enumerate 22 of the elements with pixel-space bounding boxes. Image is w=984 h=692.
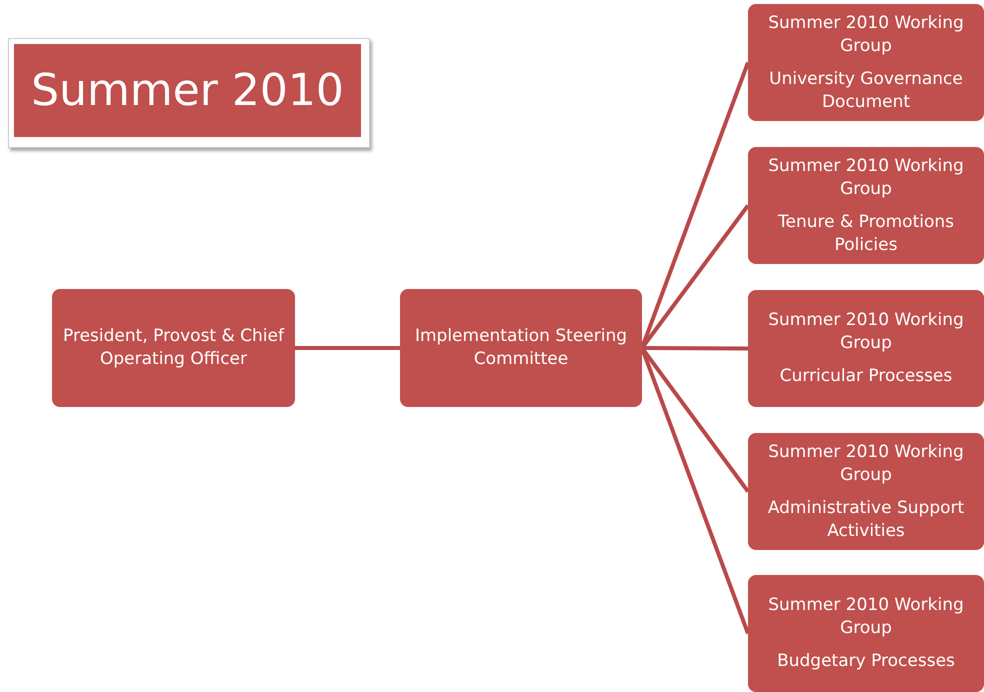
org-box — [400, 289, 642, 407]
org-box — [52, 289, 295, 407]
working-group-box — [748, 147, 984, 264]
group-topic: Curricular Processes — [780, 365, 952, 388]
working-group-box — [748, 575, 984, 692]
box-label: Summer 2010 Working Group — [767, 440, 965, 486]
working-group-box — [748, 433, 984, 550]
box-label: Summer 2010 Working Group — [767, 154, 965, 200]
working-group-box — [748, 4, 984, 121]
connector-line — [642, 346, 748, 350]
working-group-box — [748, 290, 984, 407]
box-label: Summer 2010 Working Group — [767, 309, 965, 355]
group-topic: Tenure & Promotions Policies — [777, 210, 955, 256]
box-label: Implementation Steering Committee — [414, 325, 628, 371]
box-label: Summer 2010 Working Group — [767, 12, 965, 58]
title-heading: Summer 2010 — [14, 44, 361, 137]
group-topic: Administrative Support Activities — [766, 496, 966, 542]
box-label: Summer 2010 Working Group — [767, 594, 965, 640]
connector-line — [295, 346, 400, 350]
group-topic: Budgetary Processes — [777, 650, 955, 673]
box-label: President, Provost & Chief Operating Officer — [62, 325, 286, 371]
group-topic: University Governance Document — [768, 68, 964, 114]
